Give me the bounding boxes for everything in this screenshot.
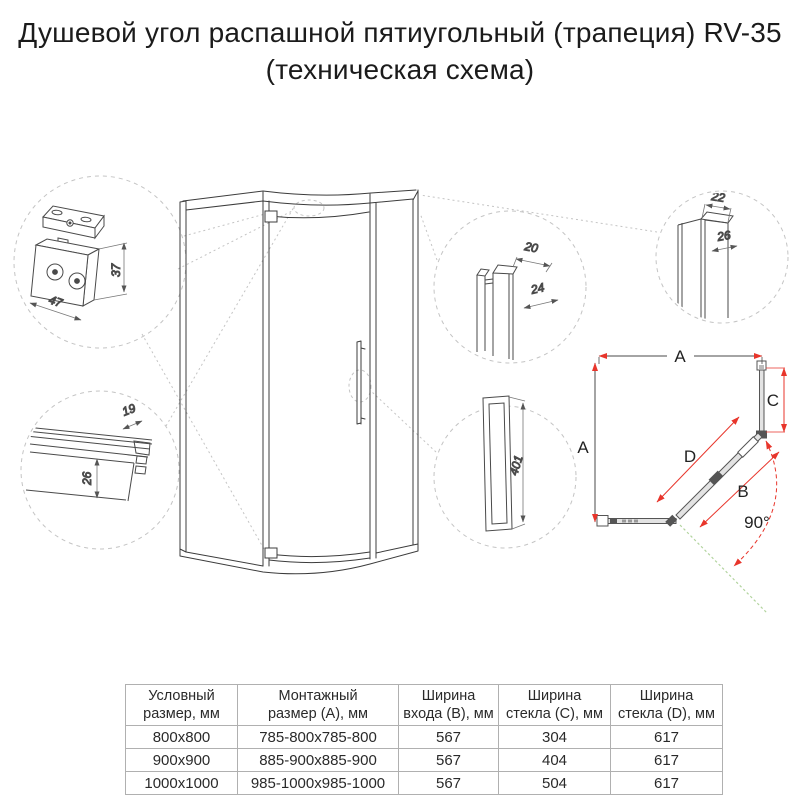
corner-profile-width-dim: 22 [710, 189, 727, 205]
detail-wall-profile: 20 24 [476, 239, 559, 360]
page-title: Душевой угол распашной пятиугольный (тра… [0, 14, 800, 88]
detail-circle-wall-profile [433, 210, 587, 364]
title-line-2: (техническая схема) [265, 54, 535, 85]
size-table: Условный размер, мм Монтажный размер (А)… [125, 684, 723, 795]
top-rail-depth-dim: 19 [120, 401, 138, 419]
plan-bottom-hinge [665, 514, 678, 527]
plan-dim-left-label: A [577, 438, 589, 457]
plan-dim-top-label: A [674, 347, 686, 366]
plan-side-glass [759, 369, 765, 432]
detail-top-rail: 19 26 [25, 400, 153, 502]
cell-glass-c: 404 [498, 748, 611, 772]
door-bottom-hinge [264, 547, 278, 559]
cell-nominal: 900x900 [125, 748, 238, 772]
door-swing-arc [733, 440, 778, 567]
detail-corner-profile: 22 26 [677, 189, 738, 321]
header-entry-width: Ширина входа (В), мм [398, 684, 499, 726]
plan-schematic: A A C D B 90° [577, 347, 787, 614]
plan-dim-fixed-glass-label: D [684, 447, 696, 466]
corner-profile-depth-dim: 26 [715, 228, 732, 244]
cell-entry: 567 [398, 725, 499, 749]
cell-nominal: 1000x1000 [125, 771, 238, 795]
cell-entry: 567 [398, 748, 499, 772]
wall-profile-depth-dim: 24 [529, 280, 546, 297]
cell-glass-d: 617 [610, 725, 723, 749]
clamp-height-dim: 37 [109, 262, 123, 277]
cell-glass-d: 617 [610, 748, 723, 772]
door-open-position [679, 524, 768, 614]
table-row: 800x800 785-800x785-800 567 304 617 [125, 725, 723, 749]
detail-circle-corner-profile [655, 190, 789, 324]
door-top-hinge [264, 210, 278, 223]
detail-circles [13, 175, 789, 550]
cell-glass-d: 617 [610, 771, 723, 795]
header-glass-c-width: Ширина стекла (С), мм [498, 684, 611, 726]
detail-circle-top-rail [20, 390, 180, 550]
header-nominal-size: Условный размер, мм [125, 684, 238, 726]
title-line-1: Душевой угол распашной пятиугольный (тра… [18, 17, 782, 48]
table-header-row: Условный размер, мм Монтажный размер (А)… [125, 684, 723, 726]
cell-mounting: 785-800x785-800 [237, 725, 399, 749]
detail-handle: 401 [482, 395, 526, 532]
table-row: 1000x1000 985-1000x985-1000 567 504 617 [125, 771, 723, 795]
plan-angle-label: 90° [744, 513, 770, 532]
plan-handle [737, 436, 759, 458]
header-glass-d-width: Ширина стекла (D), мм [610, 684, 723, 726]
cell-glass-c: 504 [498, 771, 611, 795]
technical-diagram: 47 37 19 26 20 24 [13, 175, 789, 614]
plan-wall-bracket [596, 515, 609, 527]
handle-length-dim: 401 [506, 454, 525, 477]
wall-profile-width-dim: 20 [522, 239, 539, 256]
header-mounting-size: Монтажный размер (А), мм [237, 684, 399, 726]
plan-dim-door-label: B [737, 482, 748, 501]
plan-dim-side-glass-label: C [767, 391, 779, 410]
cell-mounting: 985-1000x985-1000 [237, 771, 399, 795]
cell-nominal: 800x800 [125, 725, 238, 749]
cell-entry: 567 [398, 771, 499, 795]
door-handle [356, 340, 366, 425]
leader-lines [141, 194, 658, 550]
top-rail-height-dim: 26 [80, 471, 94, 486]
cell-mounting: 885-900x885-900 [237, 748, 399, 772]
table-row: 900x900 885-900x885-900 567 404 617 [125, 748, 723, 772]
shower-cabin-drawing [179, 189, 419, 575]
cell-glass-c: 304 [498, 725, 611, 749]
